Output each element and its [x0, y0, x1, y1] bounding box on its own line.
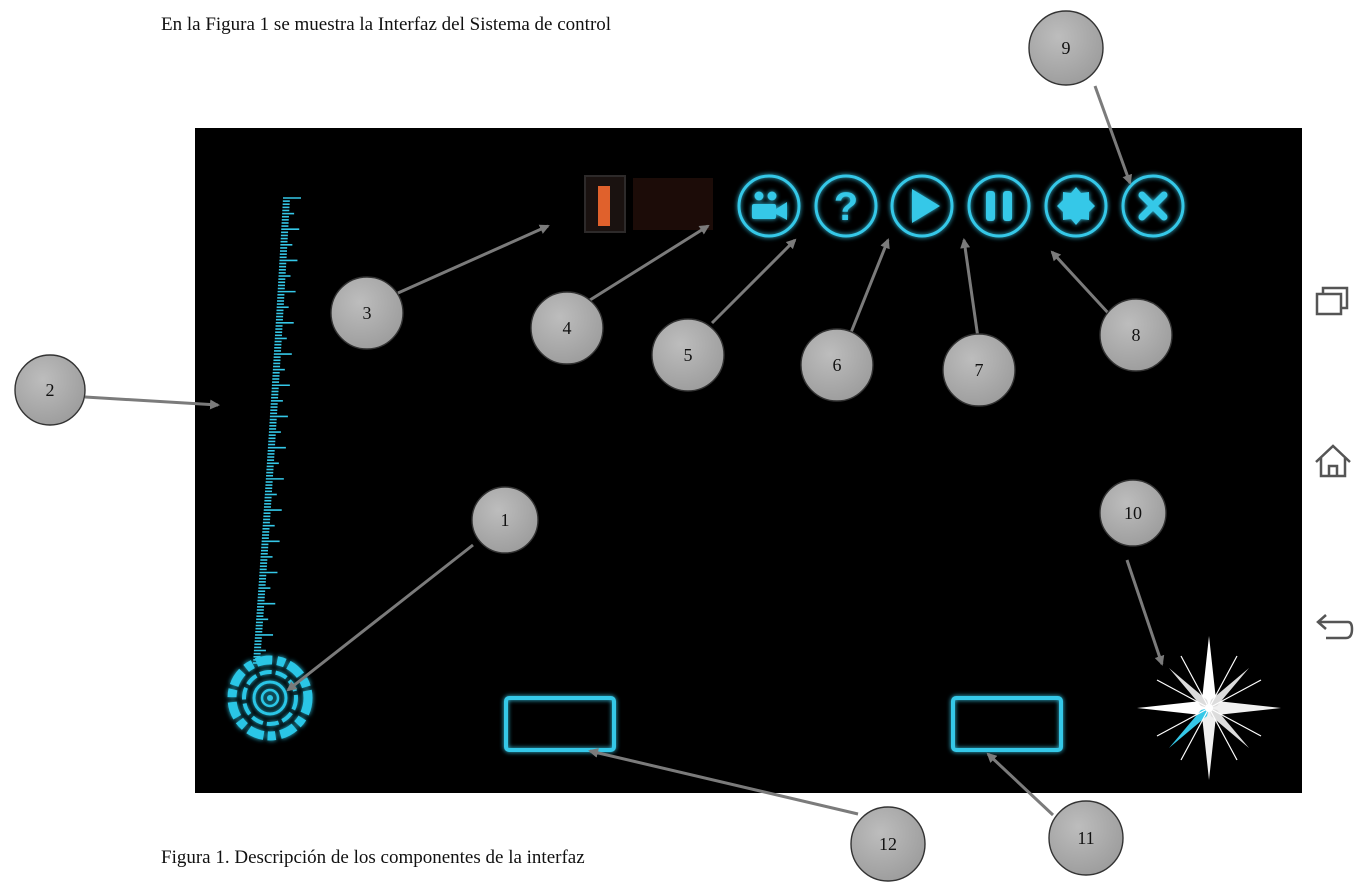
callout-marker-5	[651, 318, 725, 392]
left-display-box	[504, 696, 616, 752]
callout-label-3: 3	[363, 303, 372, 323]
signal-indicator	[633, 178, 713, 230]
camera-button[interactable]	[737, 174, 801, 238]
battery-indicator	[584, 175, 626, 233]
callout-marker-9	[1028, 10, 1104, 86]
app-screen: ?	[195, 128, 1302, 793]
callout-label-9: 9	[1062, 38, 1071, 58]
callout-label-10: 10	[1124, 503, 1142, 523]
callout-marker-6	[800, 328, 874, 402]
play-icon	[912, 189, 940, 223]
recent-apps-icon[interactable]	[1312, 280, 1354, 322]
camera-icon	[752, 191, 787, 220]
callout-marker-7	[942, 333, 1016, 407]
callout-label-2: 2	[46, 380, 55, 400]
callout-marker-10	[1099, 479, 1167, 547]
right-display-box	[951, 696, 1063, 752]
intro-text: En la Figura 1 se muestra la Interfaz de…	[161, 14, 612, 35]
compass-rose	[1137, 636, 1281, 780]
figure-caption: Figura 1. Descripción de los componentes…	[161, 847, 585, 868]
help-button[interactable]: ?	[814, 174, 878, 238]
close-icon	[1138, 191, 1168, 221]
settings-button[interactable]	[1044, 174, 1108, 238]
callout-marker-8	[1099, 298, 1173, 372]
callout-marker-3	[330, 276, 404, 350]
navigation-bar	[1302, 128, 1362, 793]
callout-marker-11	[1048, 800, 1124, 876]
play-button[interactable]	[890, 174, 954, 238]
callout-label-6: 6	[833, 355, 842, 375]
callout-label-4: 4	[563, 318, 572, 338]
altitude-scale[interactable]	[253, 197, 301, 664]
callout-label-8: 8	[1132, 325, 1141, 345]
help-icon: ?	[834, 185, 858, 229]
home-icon[interactable]	[1312, 440, 1354, 482]
close-button[interactable]	[1121, 174, 1185, 238]
back-icon[interactable]	[1312, 606, 1354, 648]
callout-marker-2	[14, 354, 86, 426]
callout-label-11: 11	[1077, 828, 1094, 848]
pause-icon	[986, 191, 1012, 221]
callout-label-12: 12	[879, 834, 897, 854]
callout-marker-1	[471, 486, 539, 554]
settings-icon	[1057, 187, 1095, 225]
callout-label-5: 5	[684, 345, 693, 365]
callout-marker-12	[850, 806, 926, 882]
pause-button[interactable]	[967, 174, 1031, 238]
joystick[interactable]	[227, 655, 313, 741]
callout-label-7: 7	[975, 360, 984, 380]
callout-marker-4	[530, 291, 604, 365]
app-screen-graphics: ?	[227, 174, 1281, 780]
callout-label-1: 1	[501, 510, 510, 530]
